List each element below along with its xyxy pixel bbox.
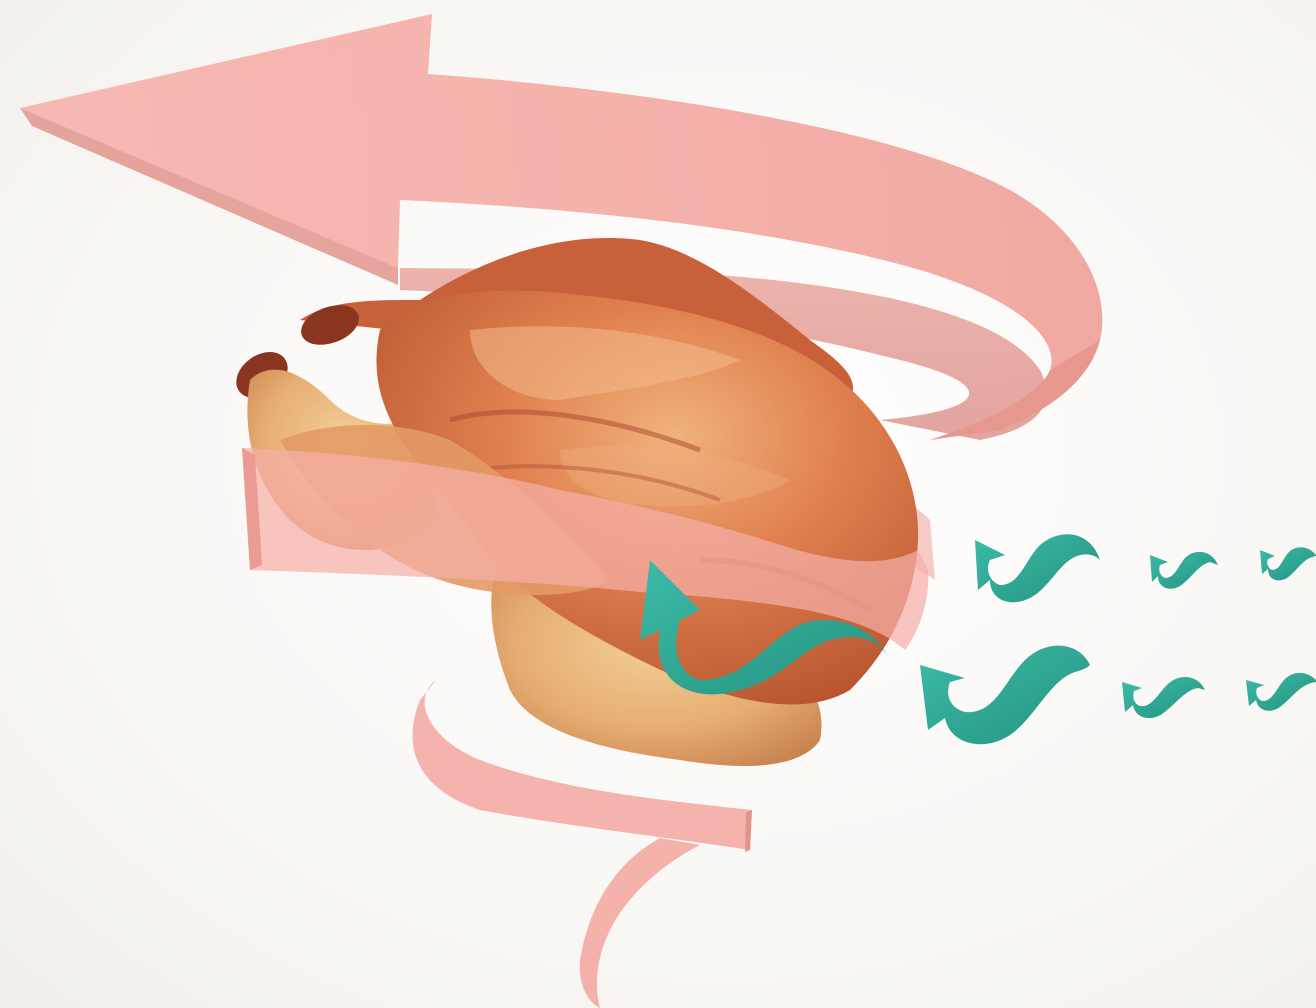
teal-arrow-upper-1	[975, 534, 1100, 602]
teal-arrow-lower-1	[920, 646, 1090, 745]
teal-arrow-lower-3	[1246, 673, 1316, 711]
teal-arrow-upper-2	[1150, 552, 1218, 589]
teal-arrow-upper-3	[1260, 547, 1316, 580]
pink-spiral-ribbon-arrow	[20, 14, 1102, 1008]
teal-arrow-lower-2	[1122, 677, 1205, 718]
